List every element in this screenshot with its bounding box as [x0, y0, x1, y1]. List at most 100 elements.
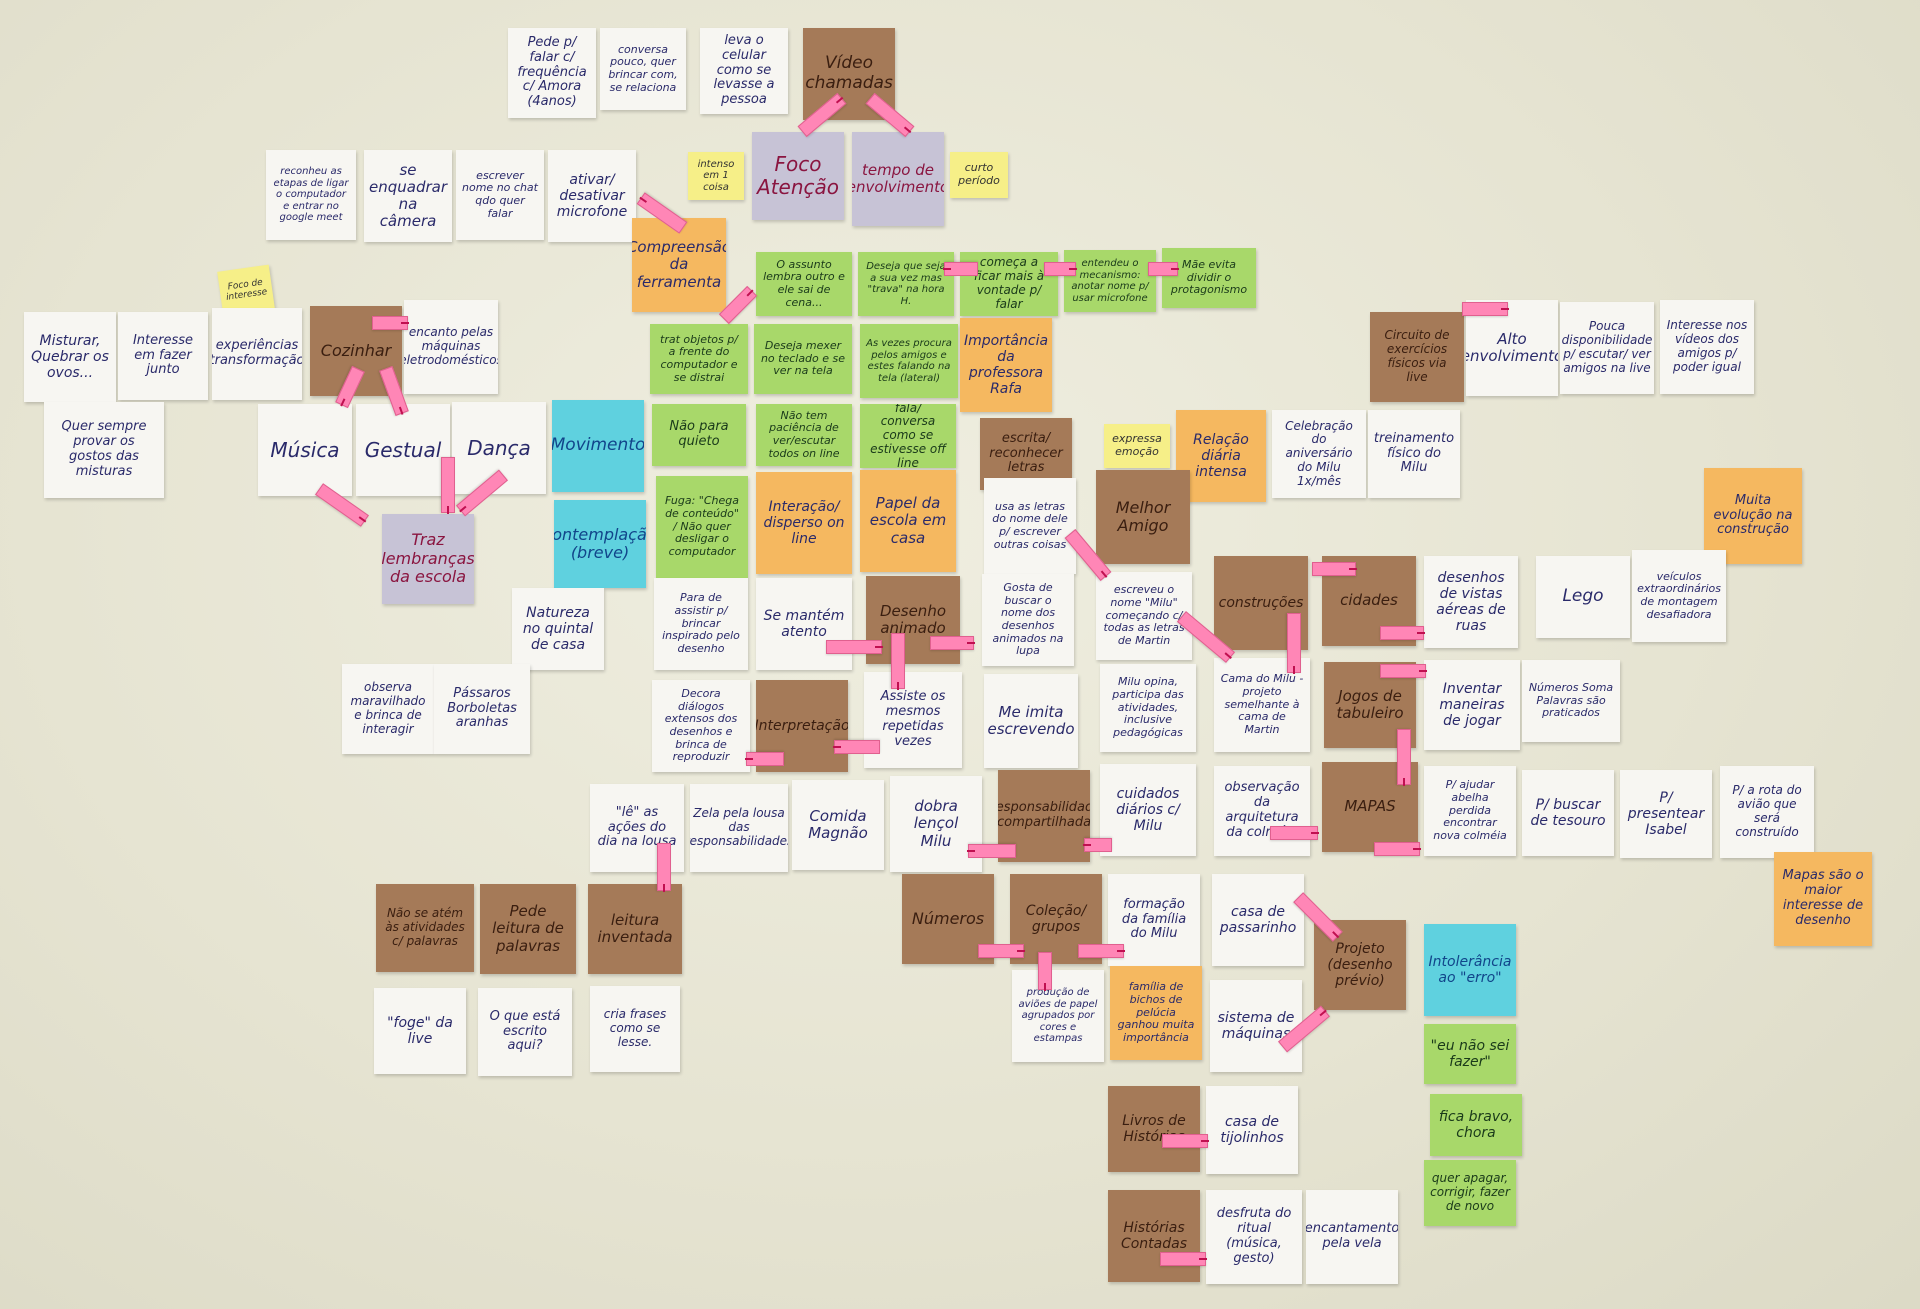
sticky-note: Mapas são o maior interesse de desenho [1774, 852, 1872, 946]
pink-arrow [968, 844, 1016, 858]
sticky-note: expressa emoção [1104, 424, 1170, 468]
pink-arrow [1038, 952, 1052, 990]
sticky-note: curto período [950, 152, 1008, 198]
sticky-note: Me imita escrevendo [984, 674, 1078, 768]
sticky-note: Fuga: "Chega de conteúdo" / Não quer des… [656, 476, 748, 578]
pink-arrow [891, 633, 905, 689]
sticky-note: Para de assistir p/ brincar inspirado pe… [654, 578, 748, 670]
sticky-note: Milu opina, participa das atividades, in… [1100, 664, 1196, 752]
sticky-note: fala/ conversa como se estivesse off lin… [860, 404, 956, 468]
sticky-note: Histórias Contadas [1108, 1190, 1200, 1282]
sticky-note: Assiste os mesmos repetidas vezes [864, 672, 962, 768]
pink-arrow [1380, 664, 1426, 678]
pink-arrow [834, 740, 880, 754]
sticky-note: reconheu as etapas de ligar o computador… [266, 150, 356, 240]
sticky-note: escrever nome no chat qdo quer falar [456, 150, 544, 240]
sticky-note: começa a ficar mais à vontade p/ falar [960, 252, 1058, 316]
sticky-note: entendeu o mecanismo: anotar nome p/ usa… [1064, 250, 1156, 312]
sticky-note: Circuito de exercícios físicos via live [1370, 312, 1464, 402]
sticky-note: trat objetos p/ a frente do computador e… [650, 324, 748, 394]
sticky-note: Zela pela lousa das responsabilidades [690, 784, 788, 872]
sticky-note: Gosta de buscar o nome dos desenhos anim… [982, 574, 1074, 666]
sticky-note: "foge" da live [374, 988, 466, 1074]
sticky-note: observação da arquitetura da colméia [1214, 766, 1310, 856]
sticky-note: Quer sempre provar os gostos das mistura… [44, 402, 164, 498]
sticky-note: Jogos de tabuleiro [1324, 662, 1416, 748]
sticky-note: Relação diária intensa [1176, 410, 1266, 502]
sticky-note: Se mantém atento [756, 578, 852, 670]
sticky-note: conversa pouco, quer brincar com, se rel… [600, 28, 686, 110]
sticky-note: Interação/ disperso on line [756, 472, 852, 574]
sticky-note: sistema de máquinas [1210, 980, 1302, 1072]
sticky-note: fica bravo, chora [1430, 1094, 1522, 1156]
sticky-note: O que está escrito aqui? [478, 988, 572, 1076]
pink-arrow [1270, 826, 1318, 840]
sticky-note: Números Soma Palavras são praticados [1522, 660, 1620, 742]
sticky-note: Importância da professora Rafa [960, 318, 1052, 412]
pink-arrow [1312, 562, 1356, 576]
sticky-note: Misturar, Quebrar os ovos... [24, 312, 116, 402]
sticky-note: Música [258, 404, 352, 496]
pink-arrow [1287, 613, 1301, 673]
sticky-note: Muita evolução na construção [1704, 468, 1802, 564]
pink-arrow [1162, 1134, 1208, 1148]
pink-arrow [746, 752, 784, 766]
sticky-note: Lego [1536, 556, 1630, 638]
sticky-note: escrita/ reconhecer letras [980, 418, 1072, 490]
pink-arrow [1374, 842, 1420, 856]
sticky-note: Intolerância ao "erro" [1424, 924, 1516, 1016]
sticky-note: Pássaros Borboletas aranhas [434, 664, 530, 754]
pink-arrow [1148, 262, 1178, 276]
sticky-note: treinamento físico do Milu [1368, 410, 1460, 498]
sticky-note: Interesse em fazer junto [118, 312, 208, 400]
sticky-note: P/ ajudar abelha perdida encontrar nova … [1424, 766, 1516, 856]
sticky-note: produção de aviões de papel agrupados po… [1012, 970, 1104, 1062]
pink-arrow [1078, 944, 1124, 958]
sticky-note: As vezes procura pelos amigos e estes fa… [860, 324, 958, 398]
sticky-note: leitura inventada [588, 884, 682, 974]
sticky-note: Compreensão da ferramenta [632, 218, 726, 312]
pink-arrow [978, 944, 1024, 958]
sticky-note: Gestual [356, 404, 450, 496]
pink-arrow [930, 636, 974, 650]
sticky-note: P/ buscar de tesouro [1522, 770, 1614, 856]
sticky-note: P/ presentear Isabel [1620, 770, 1712, 858]
sticky-note: experiências transformação [212, 308, 302, 400]
sticky-note: Comida Magnão [792, 780, 884, 870]
sticky-note: "eu não sei fazer" [1424, 1024, 1516, 1084]
sticky-note: MAPAS [1322, 762, 1418, 852]
sticky-note: veículos extraordinários de montagem des… [1632, 550, 1726, 642]
sticky-note: Papel da escola em casa [860, 470, 956, 572]
sticky-note: família de bichos de pelúcia ganhou muit… [1110, 966, 1202, 1060]
sticky-note: desenhos de vistas aéreas de ruas [1424, 556, 1518, 648]
pink-arrow [944, 262, 978, 276]
sticky-note: Pede p/ falar c/ frequência c/ Amora (4a… [508, 28, 596, 118]
sticky-note: quer apagar, corrigir, fazer de novo [1424, 1160, 1516, 1226]
sticky-note: cria frases como se lesse. [590, 986, 680, 1072]
pink-arrow [1462, 302, 1508, 316]
pink-arrow [1044, 262, 1076, 276]
sticky-note: leva o celular como se levasse a pessoa [700, 28, 788, 114]
sticky-note: Celebração do aniversário do Milu 1x/mês [1272, 410, 1366, 498]
sticky-note: O assunto lembra outro e ele sai de cena… [756, 252, 852, 316]
sticky-note: casa de tijolinhos [1206, 1086, 1298, 1174]
pink-arrow [1397, 729, 1411, 785]
sticky-note: Pede leitura de palavras [480, 884, 576, 974]
sticky-note: se enquadrar na câmera [364, 150, 452, 242]
sticky-note: Natureza no quintal de casa [512, 588, 604, 670]
sticky-note: Não tem paciência de ver/escutar todos o… [756, 404, 852, 466]
sticky-note: Inventar maneiras de jogar [1424, 660, 1520, 750]
sticky-note: escreveu o nome "Milu" começando c/ toda… [1096, 572, 1192, 660]
pink-arrow [441, 457, 455, 513]
sticky-note: Mãe evita dividir o protagonismo [1162, 248, 1256, 308]
sticky-note: Pouca disponibilidade p/ escutar/ ver am… [1560, 302, 1654, 394]
sticky-note: Movimento [552, 400, 644, 492]
sticky-note: contemplação (breve) [554, 500, 646, 588]
pink-arrow [1084, 838, 1112, 852]
sticky-note: Traz lembranças da escola [382, 514, 474, 604]
sticky-note: encantamento pela vela [1306, 1190, 1398, 1284]
sticky-note: dobra lençol Milu [890, 776, 982, 872]
